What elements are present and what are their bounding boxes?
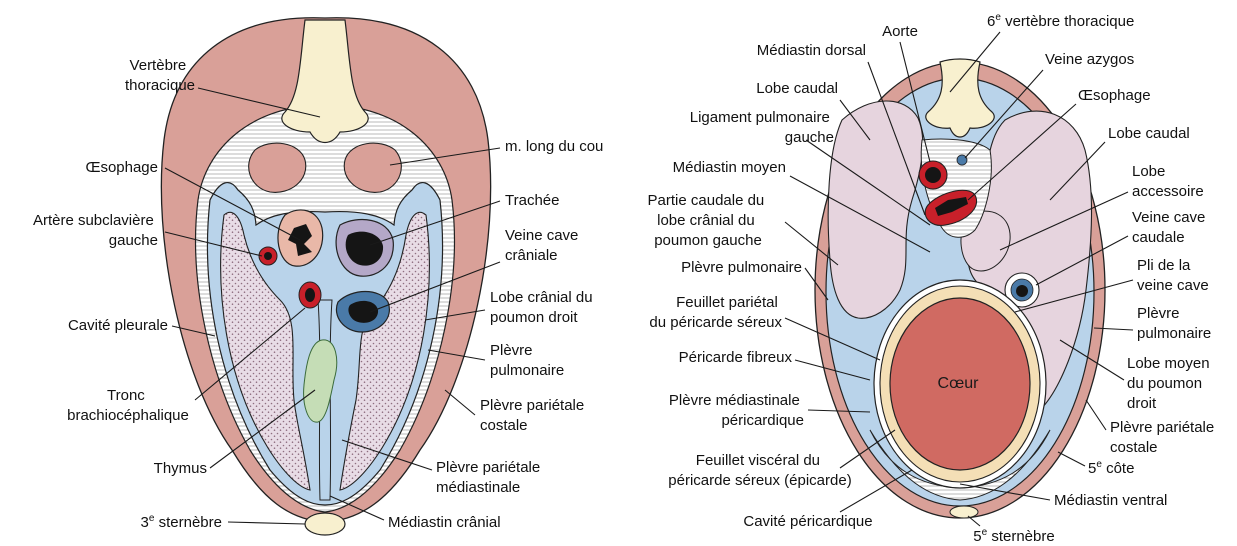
label-pericarde-fibreux: Péricarde fibreux: [679, 349, 793, 366]
leader-plevre-par-costale-right: [1086, 400, 1106, 430]
label-veine-cave-craniale: Veine cave crâniale: [505, 227, 583, 264]
label-plevre-pulmonaire-right-right: Plèvre pulmonaire: [1137, 305, 1211, 342]
label-m-long-du-cou: m. long du cou: [505, 138, 603, 155]
label-lobe-cranial: Lobe crânial du poumon droit: [490, 289, 597, 326]
label-cavite-pericardique: Cavité péricardique: [743, 513, 872, 530]
left-sternebra: [305, 513, 345, 535]
label-cavite-pleurale: Cavité pleurale: [68, 317, 168, 334]
label-partie-caudale: Partie caudale du lobe crânial du poumon…: [648, 192, 769, 249]
label-mediastin-ventral: Médiastin ventral: [1054, 492, 1167, 509]
label-lobe-caudal-right: Lobe caudal: [1108, 125, 1190, 142]
label-5e-cote: 5e côte: [1088, 459, 1134, 477]
label-mediastin-moyen: Médiastin moyen: [673, 159, 786, 176]
label-6e-vertebre: 6e vertèbre thoracique: [987, 12, 1134, 30]
label-trachee: Trachée: [505, 192, 559, 209]
label-pli-veine-cave: Pli de la veine cave: [1137, 257, 1209, 294]
label-5e-sternebre: 5e sternèbre: [973, 527, 1054, 545]
label-plevre-parietale-mediastinale: Plèvre pariétale médiastinale: [436, 459, 544, 496]
right-azygos-vein: [957, 155, 967, 165]
label-vertebre-thoracique: Vertèbre thoracique: [125, 57, 195, 94]
heart-label: Cœur: [938, 375, 980, 392]
label-plevre-mediastinale: Plèvre médiastinale péricardique: [669, 392, 804, 429]
label-aorte: Aorte: [882, 23, 918, 40]
label-mediastin-dorsal: Médiastin dorsal: [757, 42, 866, 59]
label-plevre-pulmonaire-left: Plèvre pulmonaire: [490, 342, 564, 379]
label-lobe-caudal-left: Lobe caudal: [756, 80, 838, 97]
label-feuillet-visceral: Feuillet viscéral du péricarde séreux (é…: [668, 452, 851, 489]
label-veine-azygos: Veine azygos: [1045, 51, 1134, 68]
leader-plevre-par-costale-left: [445, 390, 475, 415]
right-sternebra: [950, 506, 978, 518]
label-ligament-pulmonaire: Ligament pulmonaire gauche: [690, 109, 834, 146]
label-tronc-brachio: Tronc brachiocéphalique: [67, 387, 189, 424]
label-artere-subclaviere: Artère subclavière gauche: [33, 212, 158, 249]
label-lobe-moyen: Lobe moyen du poumon droit: [1127, 355, 1214, 412]
label-oesophage-left: Œsophage: [85, 159, 158, 176]
left-longus-colli-right: [344, 143, 401, 192]
leader-sternebre-left: [228, 522, 305, 524]
label-feuillet-parietal: Feuillet pariétal du péricarde séreux: [649, 294, 782, 331]
label-mediastin-cranial: Médiastin crânial: [388, 514, 501, 531]
label-sternebre-left: 3e sternèbre: [141, 513, 222, 531]
right-cross-section: Cœur: [815, 59, 1105, 518]
label-lobe-accessoire: Lobe accessoire: [1132, 163, 1204, 200]
label-thymus: Thymus: [154, 460, 207, 477]
label-plevre-pulmonaire-right-left: Plèvre pulmonaire: [681, 259, 802, 276]
label-plevre-parietale-costale-left: Plèvre pariétale costale: [480, 397, 588, 434]
left-cross-section: [161, 18, 490, 535]
label-plevre-parietale-costale-right: Plèvre pariétale costale: [1110, 419, 1218, 456]
label-veine-cave-caudale: Veine cave caudale: [1132, 209, 1210, 246]
label-oesophage-right: Œsophage: [1078, 87, 1151, 104]
leader-5e-cote: [1058, 452, 1085, 466]
left-longus-colli-left: [249, 143, 306, 192]
